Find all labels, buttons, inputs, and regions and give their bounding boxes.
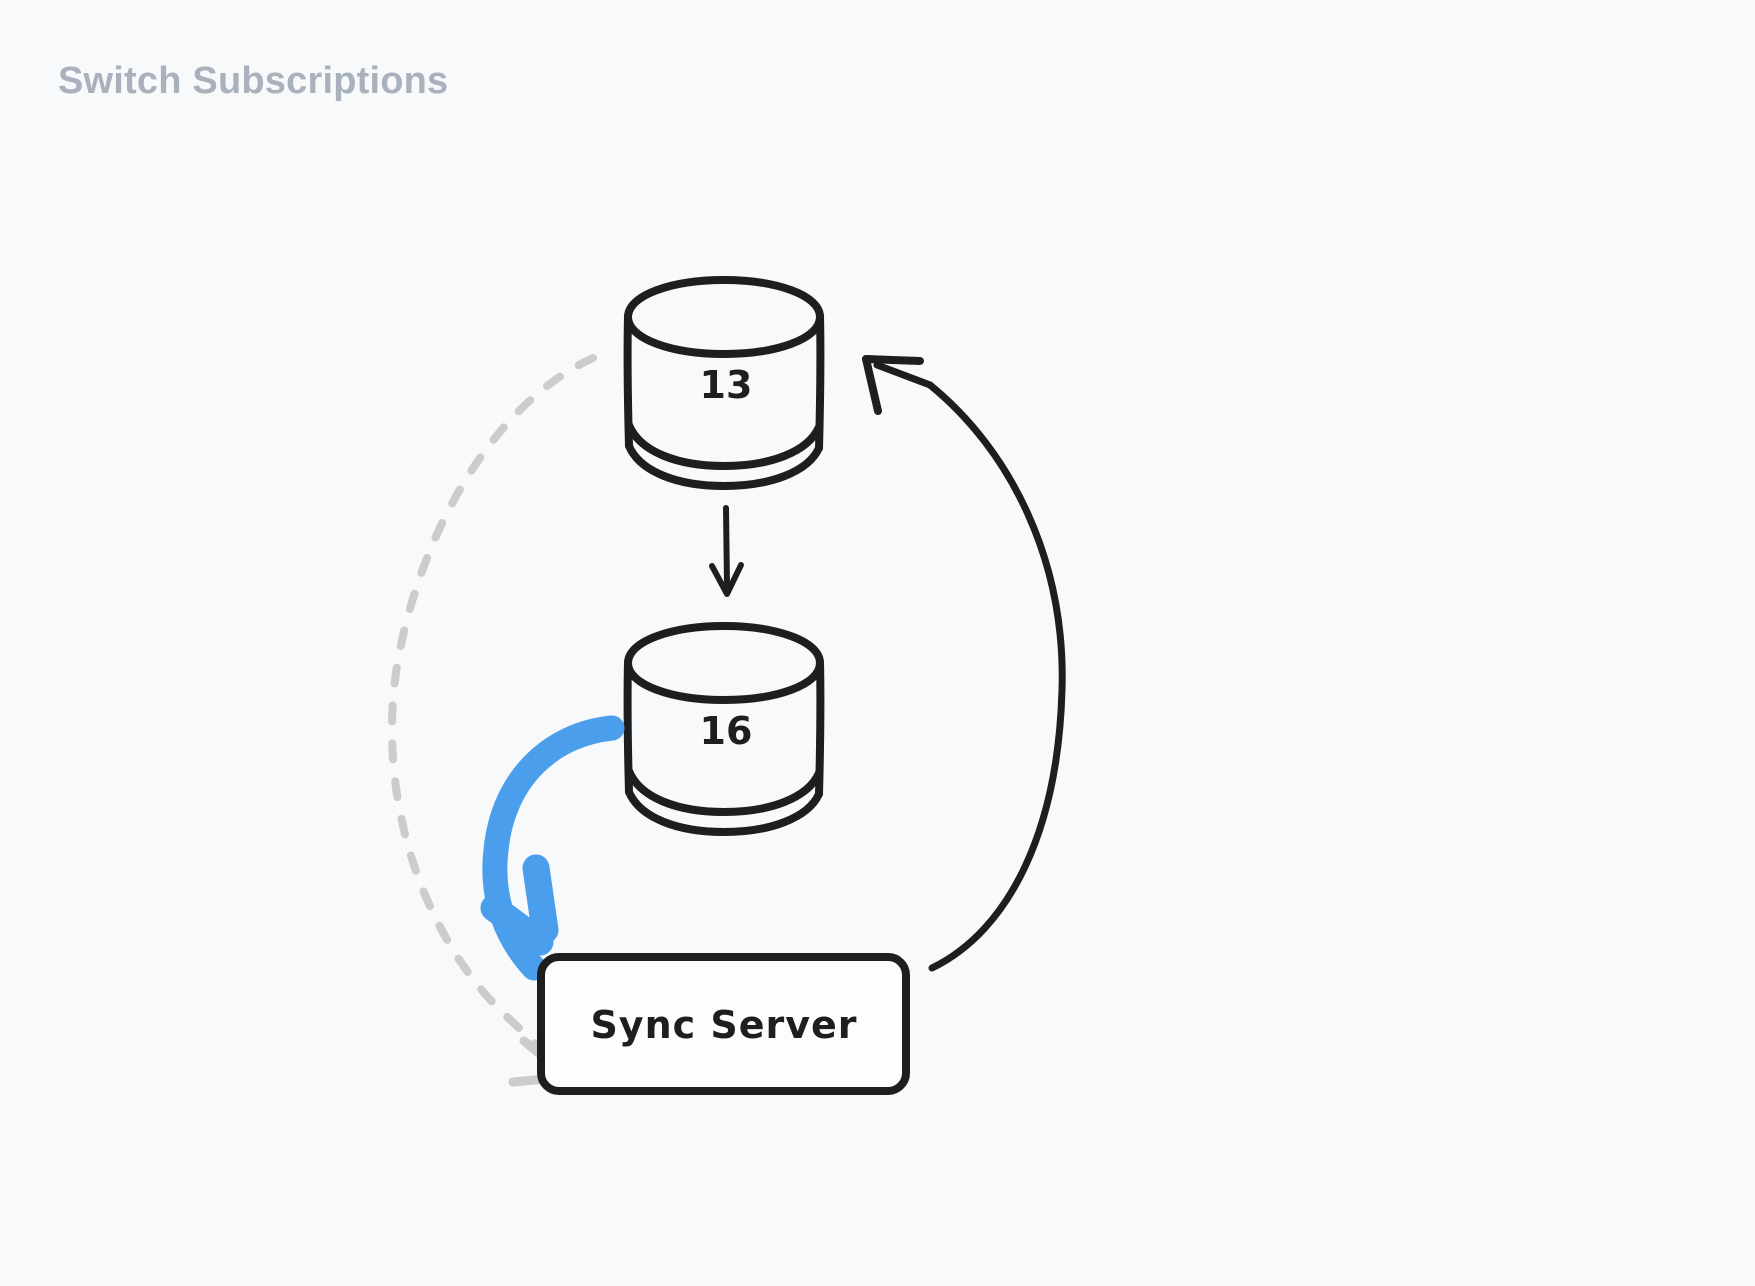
database-cylinder-13[interactable]: 13: [623, 276, 825, 491]
cylinder-13-left-wall: [623, 312, 633, 450]
sync-server-rect: [537, 953, 910, 1095]
page-title: Switch Subscriptions: [58, 60, 449, 102]
straight-arrow-shaft: [723, 505, 730, 589]
straight-arrow-head: [709, 562, 744, 597]
cylinder-16-right-wall: [815, 658, 825, 798]
curved-arrow-path: [873, 361, 1066, 972]
arrow-sync-server-to-db13[interactable]: [862, 355, 1066, 972]
cylinder-13-top-ellipse: [624, 276, 824, 358]
dashed-arrow-path: [388, 354, 597, 1077]
cylinder-13-bottom-rim-arc: [625, 421, 823, 471]
sync-server-label: Sync Server: [590, 1003, 857, 1047]
sync-server-box[interactable]: Sync Server: [537, 953, 910, 1095]
blue-arrow-head-right: [522, 854, 559, 944]
blue-arrow-head-left: [480, 894, 554, 956]
curved-arrow-head-upper: [862, 355, 924, 365]
curved-arrow-head-lower: [862, 355, 882, 415]
database-cylinder-16[interactable]: 16: [623, 622, 825, 837]
cylinder-16-top-ellipse: [624, 622, 824, 704]
cylinder-16-bottom-rim-arc: [625, 767, 823, 817]
arrow-db13-to-db16[interactable]: [709, 505, 744, 597]
cylinder-13-label: 13: [700, 363, 753, 407]
cylinder-16-bottom-front-arc: [625, 788, 823, 837]
cylinder-16-left-wall: [623, 658, 633, 796]
cylinder-13-right-wall: [815, 312, 825, 452]
cylinder-16-label: 16: [700, 709, 753, 753]
cylinder-13-bottom-front-arc: [625, 442, 823, 491]
arrow-db16-to-sync-server[interactable]: [480, 715, 625, 981]
